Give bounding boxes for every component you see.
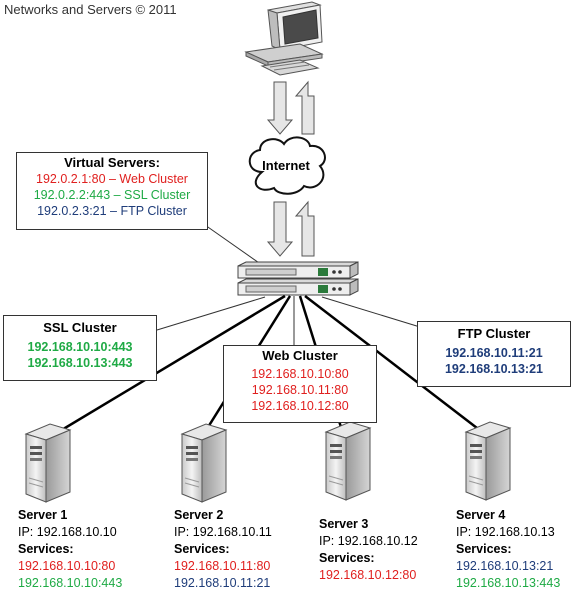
virtual-server-ftp: 192.0.2.3:21 – FTP Cluster <box>37 204 187 218</box>
ftp-cluster-box: FTP Cluster 192.168.10.11:21 192.168.10.… <box>417 321 571 387</box>
ftp-cluster-member: 192.168.10.11:21 <box>445 346 543 360</box>
service-entry: 192.168.10.13:443 <box>456 576 561 590</box>
server-name: Server 1 <box>18 508 68 522</box>
arrow-down-icon <box>266 201 294 257</box>
arrow-down-icon <box>266 81 294 135</box>
server-ip: IP: 192.168.10.10 <box>18 525 117 539</box>
callout-ftp <box>321 296 421 328</box>
server-3-label: Server 3 IP: 192.168.10.12 Services: 192… <box>319 516 418 584</box>
service-entry: 192.168.10.10:80 <box>18 559 116 573</box>
cloud-icon <box>248 136 326 195</box>
server-icon <box>180 423 228 503</box>
ssl-cluster-member: 192.168.10.13:443 <box>27 356 133 370</box>
arrow-up-icon <box>294 200 315 257</box>
server-icon <box>24 423 72 503</box>
copyright-text: Networks and Servers © 2011 <box>4 2 177 17</box>
server-2-label: Server 2 IP: 192.168.10.11 Services: 192… <box>174 507 272 592</box>
ssl-cluster-member: 192.168.10.10:443 <box>27 340 133 354</box>
web-cluster-title: Web Cluster <box>262 348 338 363</box>
web-cluster-member: 192.168.10.11:80 <box>251 383 349 397</box>
services-heading: Services: <box>319 551 375 565</box>
link-server-4 <box>304 295 491 439</box>
server-icon <box>464 421 512 501</box>
server-4-label: Server 4 IP: 192.168.10.13 Services: 192… <box>456 507 560 592</box>
internet-label: Internet <box>262 158 310 173</box>
server-ip: IP: 192.168.10.13 <box>456 525 555 539</box>
load-balancer-icon <box>237 261 359 296</box>
web-cluster-member: 192.168.10.10:80 <box>251 367 349 381</box>
server-name: Server 2 <box>174 508 224 522</box>
callout-lines <box>156 224 421 345</box>
ftp-cluster-member: 192.168.10.13:21 <box>444 362 543 376</box>
ftp-cluster-title: FTP Cluster <box>457 326 531 341</box>
virtual-server-ssl: 192.0.2.2:443 – SSL Cluster <box>33 188 191 202</box>
service-entry: 192.168.10.12:80 <box>319 568 417 582</box>
server-ip: IP: 192.168.10.12 <box>319 534 418 548</box>
service-entry: 192.168.10.10:443 <box>18 576 123 590</box>
services-heading: Services: <box>456 542 512 556</box>
services-heading: Services: <box>174 542 230 556</box>
web-cluster-box: Web Cluster 192.168.10.10:80 192.168.10.… <box>223 345 377 423</box>
arrow-up-icon <box>294 80 315 135</box>
web-cluster-member: 192.168.10.12:80 <box>251 399 349 413</box>
server-name: Server 4 <box>456 508 506 522</box>
virtual-server-web: 192.0.2.1:80 – Web Cluster <box>36 172 188 186</box>
link-server-1 <box>44 294 286 442</box>
server-ip: IP: 192.168.10.11 <box>174 525 272 539</box>
virtual-servers-box: Virtual Servers: 192.0.2.1:80 – Web Clus… <box>16 152 208 230</box>
ssl-cluster-box: SSL Cluster 192.168.10.10:443 192.168.10… <box>3 315 157 381</box>
service-entry: 192.168.10.11:80 <box>174 559 271 573</box>
callout-virtual-servers <box>204 224 263 266</box>
services-heading: Services: <box>18 542 74 556</box>
ssl-cluster-title: SSL Cluster <box>43 320 117 335</box>
virtual-servers-title: Virtual Servers: <box>64 155 160 170</box>
service-entry: 192.168.10.13:21 <box>456 559 554 573</box>
computer-icon <box>244 1 324 76</box>
server-icons <box>24 421 512 503</box>
server-name: Server 3 <box>319 517 369 531</box>
server-1-label: Server 1 IP: 192.168.10.10 Services: 192… <box>18 507 122 592</box>
callout-ssl <box>156 296 266 331</box>
server-icon <box>324 421 372 501</box>
service-entry: 192.168.10.11:21 <box>174 576 271 590</box>
